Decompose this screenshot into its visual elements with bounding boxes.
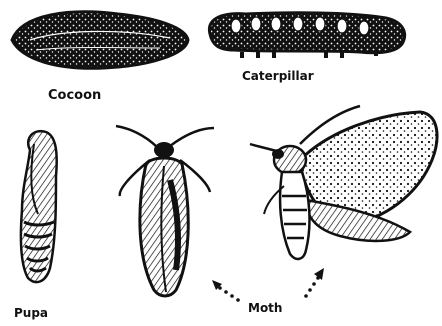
caterpillar-label: Caterpillar bbox=[242, 69, 314, 83]
moth-folded-wings-drawing bbox=[116, 126, 214, 296]
cocoon-label: Cocoon bbox=[48, 88, 101, 103]
moth-label: Moth bbox=[248, 301, 282, 315]
cocoon-drawing bbox=[12, 12, 188, 68]
moth-pointer-arrows bbox=[212, 268, 324, 302]
caterpillar-drawing bbox=[209, 13, 404, 58]
pupa-label: Pupa bbox=[14, 306, 48, 320]
moth-spread-wings-drawing bbox=[250, 106, 437, 259]
pupa-drawing bbox=[21, 131, 57, 282]
